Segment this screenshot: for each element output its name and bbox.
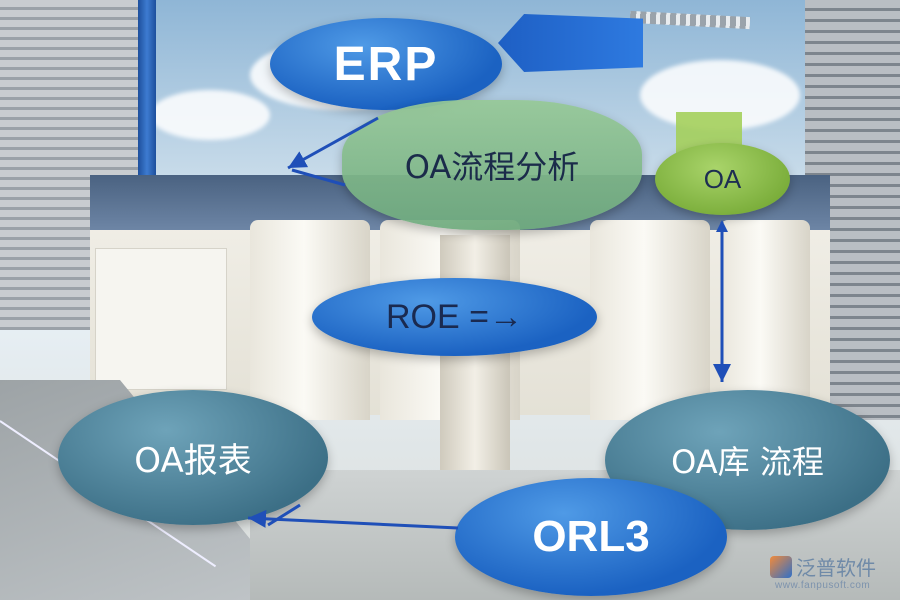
arrow-center-to-left	[291, 168, 346, 187]
brand-mark-icon	[770, 555, 792, 578]
arrow-oa-top-head	[716, 220, 728, 232]
arrow-erp-to-left	[287, 116, 379, 170]
blue-banner-shape	[498, 14, 643, 72]
oa-node-label: OA	[703, 163, 742, 194]
cloud	[150, 90, 270, 140]
left-teal-node: OA报表	[58, 390, 328, 525]
center-green-node-label: OA流程分析	[404, 148, 580, 186]
orl-node-label: ORL3	[532, 512, 650, 561]
right-teal-node-label: OA库 流程	[671, 443, 824, 481]
arrow-left-diagonal	[267, 503, 301, 527]
roe-node-label: ROE =→	[386, 297, 523, 336]
erp-node: ERP	[270, 18, 502, 110]
erp-node-label: ERP	[333, 37, 439, 91]
oa-node: OA	[655, 143, 790, 215]
silo	[590, 220, 710, 420]
plant-column	[440, 235, 510, 485]
orl-node: ORL3	[455, 478, 727, 596]
left-teal-node-label: OA报表	[134, 441, 252, 481]
watermark-url: www.fanpusoft.com	[775, 580, 871, 591]
blue-pipe	[138, 0, 156, 175]
plant-annex	[95, 248, 227, 390]
watermark-logo: 泛普软件	[770, 552, 876, 581]
roe-node: ROE =→	[312, 278, 597, 356]
right-teal-node: OA库 流程	[605, 390, 890, 530]
silo	[720, 220, 810, 420]
center-green-node: OA流程分析	[342, 100, 642, 230]
watermark-name: 泛普软件	[796, 556, 876, 580]
arrow-orl-to-left	[247, 509, 459, 530]
